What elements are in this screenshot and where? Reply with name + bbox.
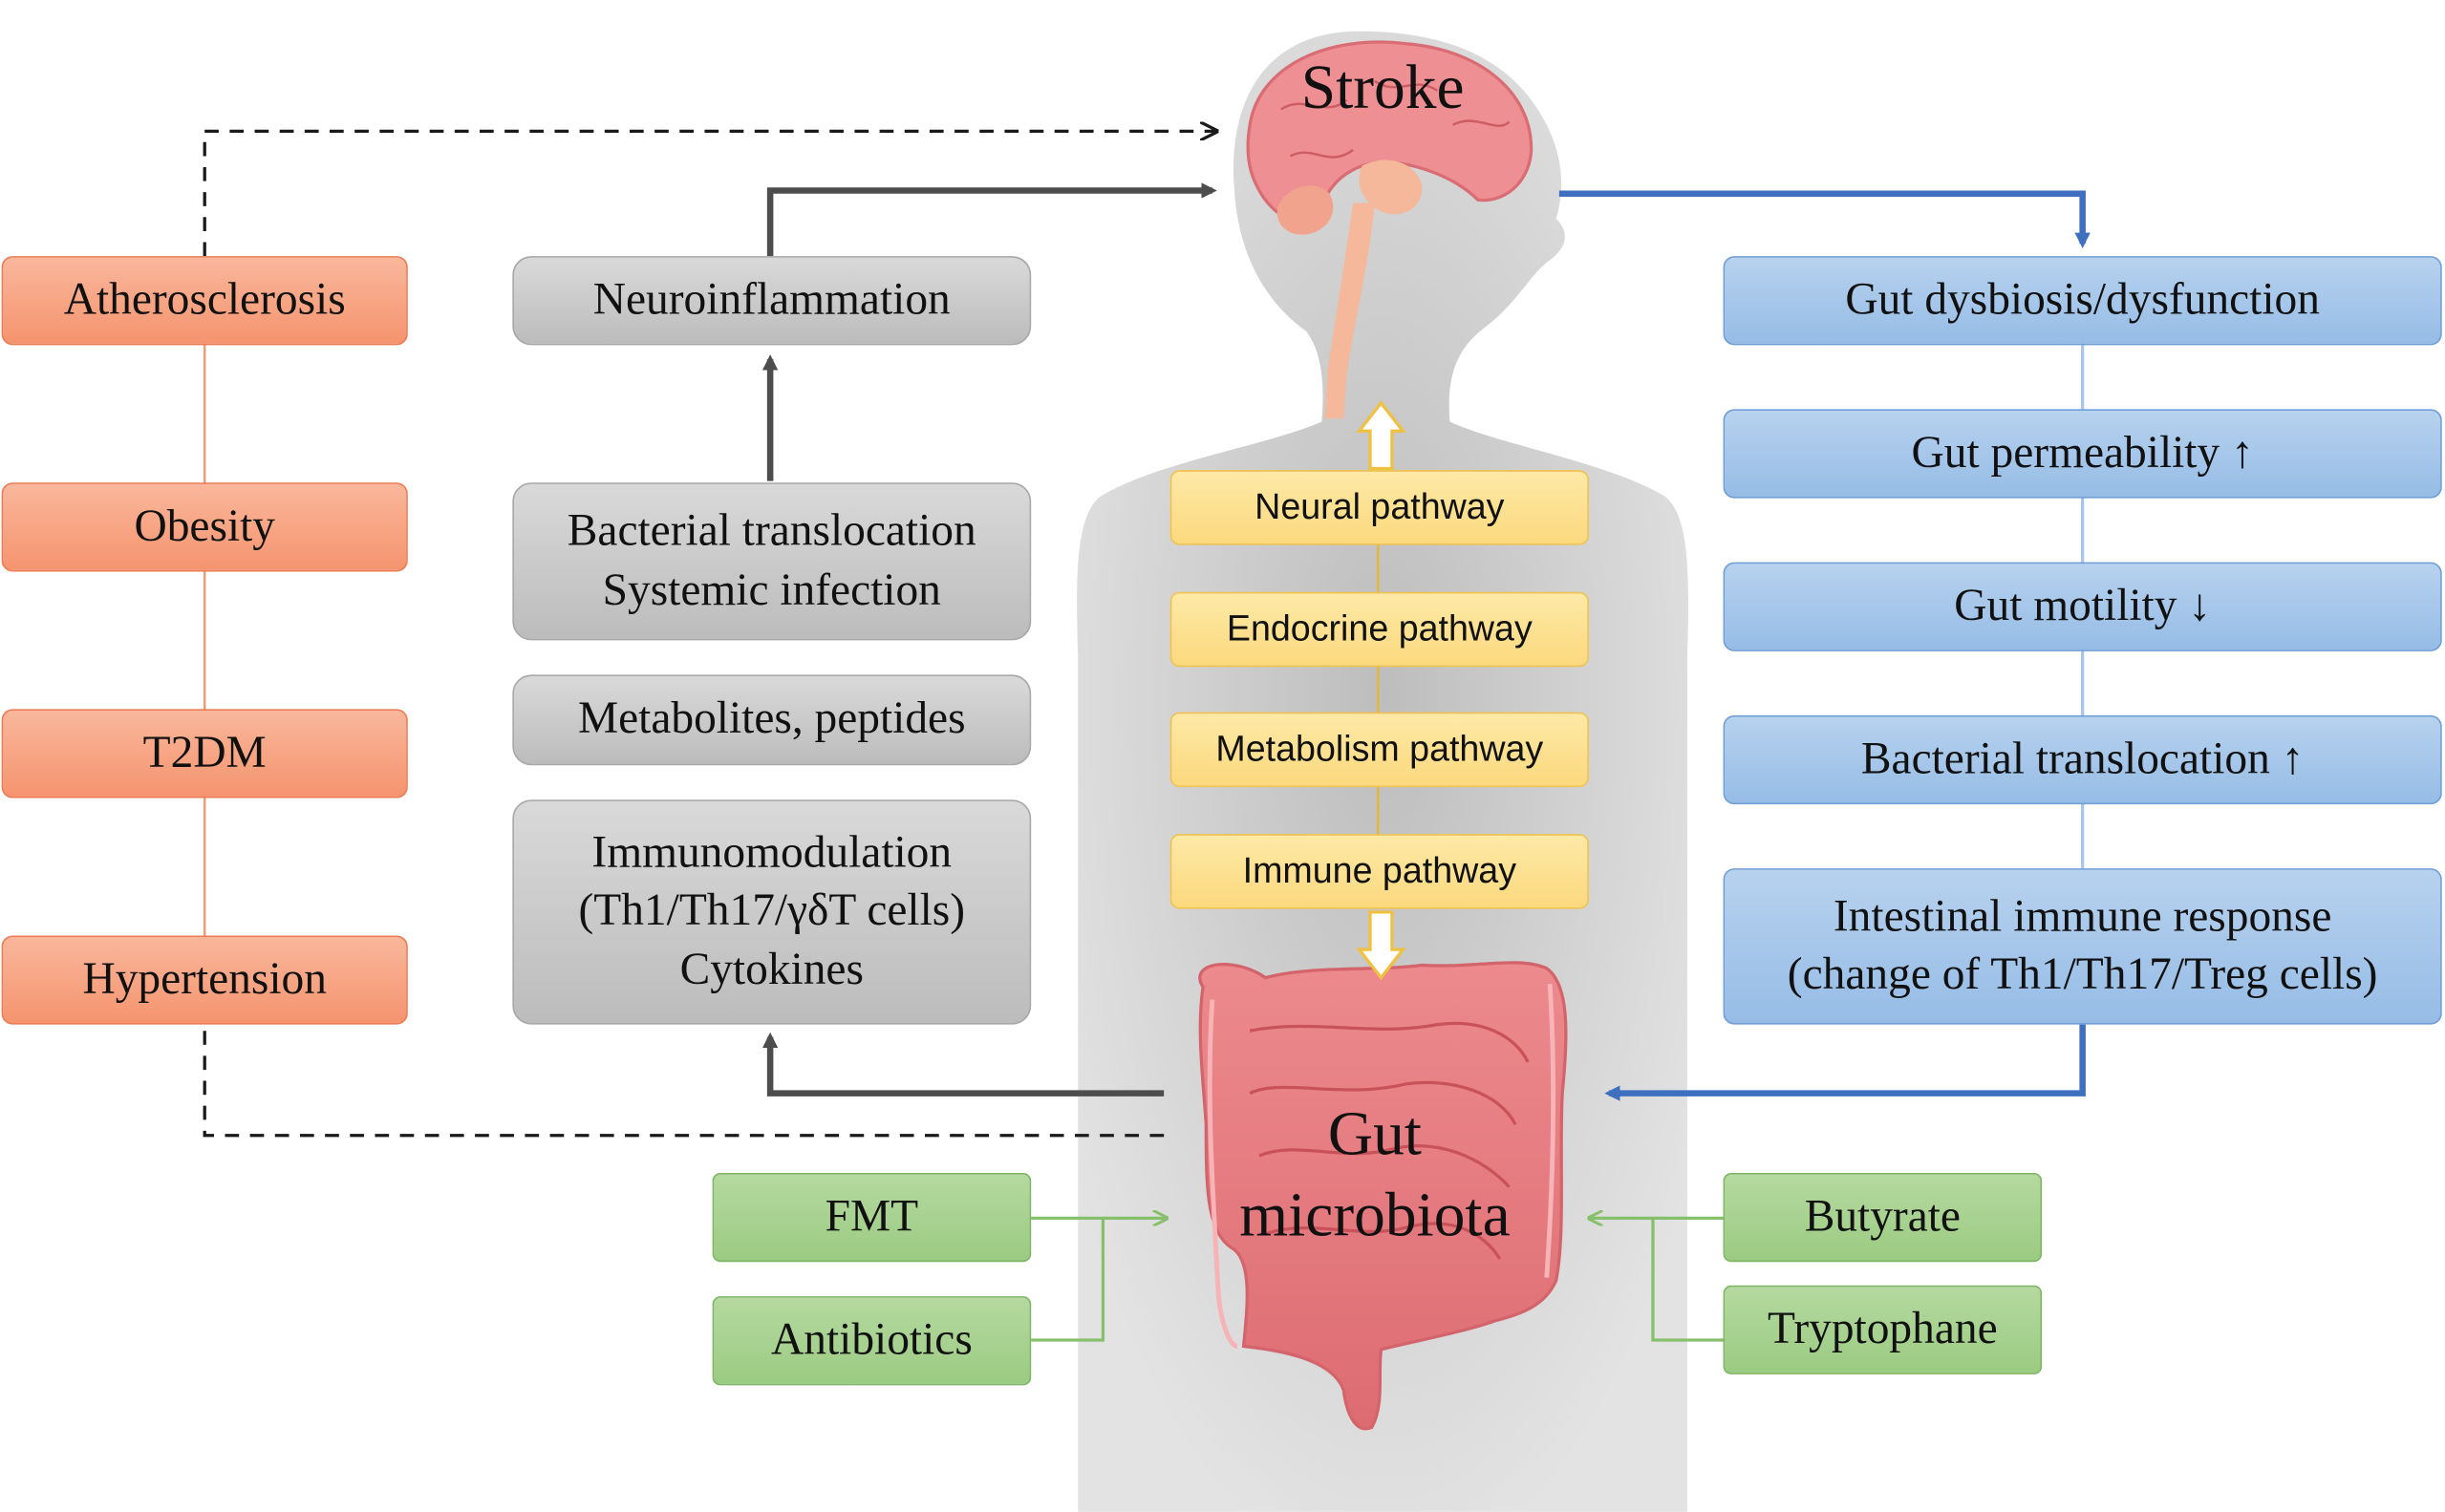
up-hollow-arrow [1356,400,1406,471]
risk-factor-atherosclerosis: Atherosclerosis [1,256,408,346]
metabolites-box: Metabolites, peptides [512,674,1032,766]
intestinal-immune-line2: (change of Th1/Th17/Treg cells) [1787,949,2378,1000]
gut-microbiota-label: Gut microbiota [1190,1094,1559,1256]
intestinal-immune-box: Intestinal immune response (change of Th… [1723,868,2442,1025]
gut-dysbiosis-box: Gut dysbiosis/dysfunction [1723,256,2442,346]
immunomodulation-box: Immunomodulation (Th1/Th17/γδT cells) Cy… [512,799,1032,1025]
gut-label-line1: Gut [1327,1097,1422,1169]
immuno-line1: Immunomodulation [591,828,953,879]
down-hollow-arrow [1356,910,1406,981]
translocation-line1: Bacterial translocation [567,506,976,557]
risk-factor-hypertension: Hypertension [1,935,408,1025]
intervention-antibiotics: Antibiotics [712,1296,1032,1386]
risk-factor-t2dm: T2DM [1,709,408,799]
pathway-endocrine: Endocrine pathway [1169,591,1589,668]
intervention-butyrate: Butyrate [1723,1172,2043,1263]
bacterial-translocation-box: Bacterial translocation Systemic infecti… [512,482,1032,641]
translocation-line2: Systemic infection [602,564,941,615]
risk-factor-obesity: Obesity [1,482,408,572]
intestine-icon [1198,961,1568,1431]
gut-motility-box: Gut motility ↓ [1723,562,2442,651]
pathway-neural: Neural pathway [1169,470,1589,545]
pathway-metabolism: Metabolism pathway [1169,712,1589,788]
intervention-fmt: FMT [712,1172,1032,1263]
immuno-line3: Cytokines [679,944,864,994]
gut-label-line2: microbiota [1239,1179,1511,1250]
pathway-immune: Immune pathway [1169,834,1589,909]
intervention-tryptophane: Tryptophane [1723,1285,2043,1374]
bacterial-translocation-up-box: Bacterial translocation ↑ [1723,714,2442,805]
neuroinflammation-box: Neuroinflammation [512,256,1032,346]
stroke-label: Stroke [1300,51,1465,122]
intestinal-immune-line1: Intestinal immune response [1833,891,2332,942]
brain-icon [1246,40,1533,419]
gut-permeability-box: Gut permeability ↑ [1723,409,2442,499]
immuno-line2: (Th1/Th17/γδT cells) [578,885,966,937]
